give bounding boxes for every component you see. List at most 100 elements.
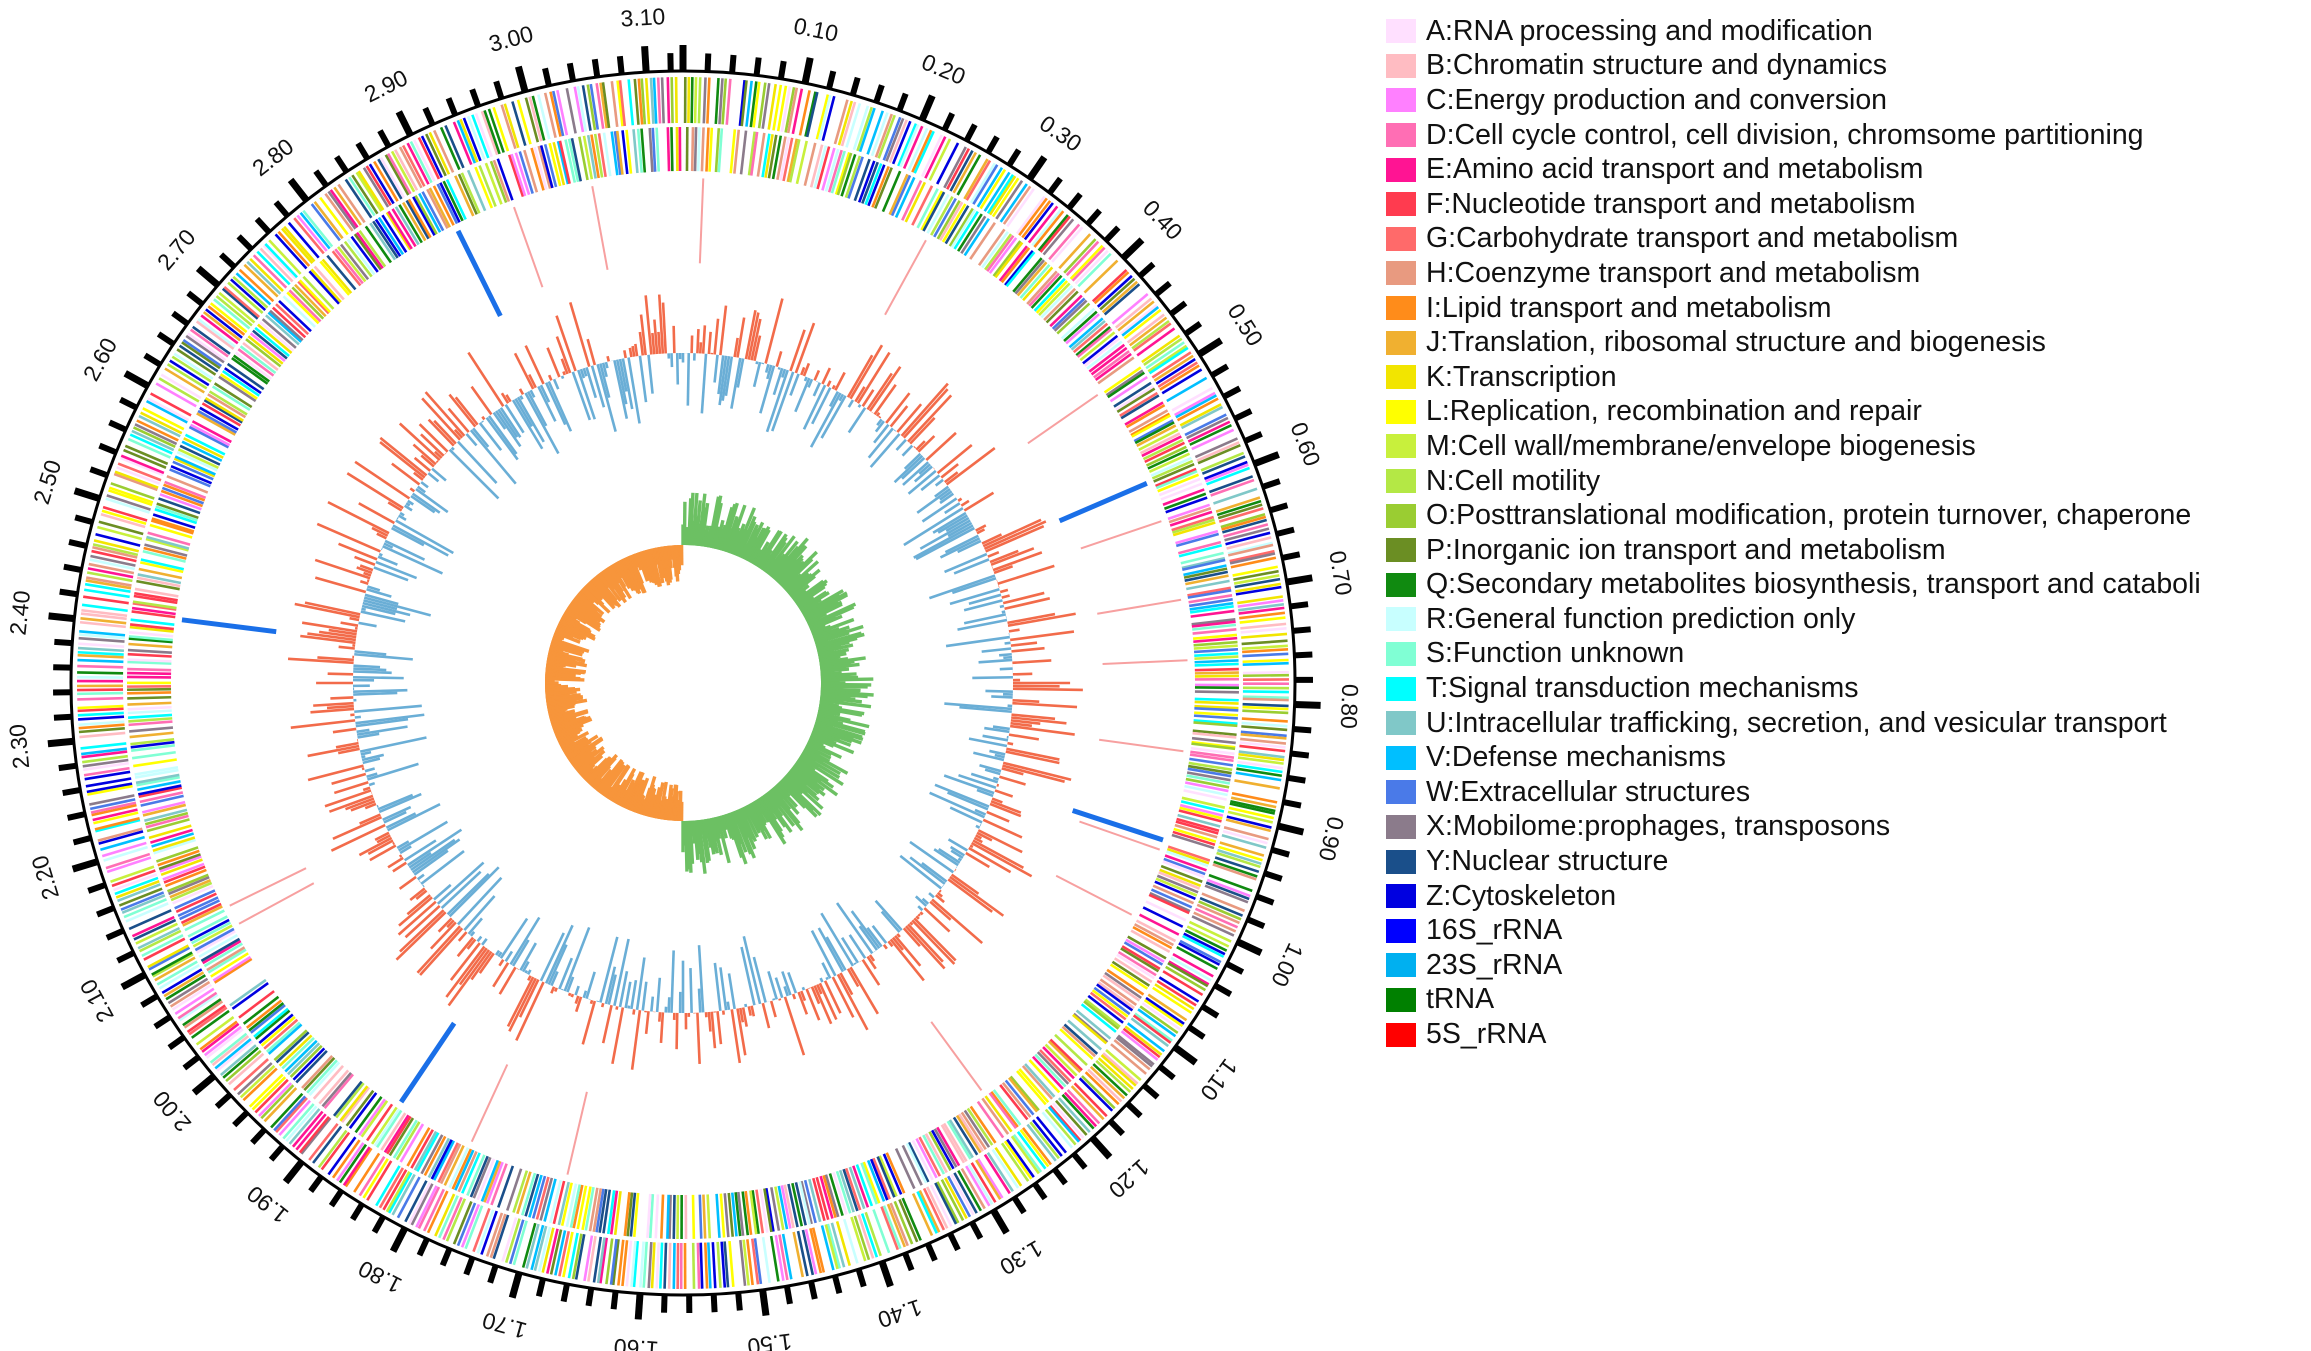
cog-gene-forward [586, 84, 597, 131]
cog-gene-reverse [335, 1082, 365, 1119]
ruler-tick [616, 55, 625, 75]
cog-gene-forward [1213, 860, 1258, 878]
cog-gene-forward [1239, 741, 1286, 749]
gc-content-bar [371, 526, 389, 537]
cog-gene-reverse [948, 1119, 974, 1159]
gc-content-bar [767, 971, 778, 1000]
cog-gene-forward [1042, 218, 1075, 256]
cog-gene-forward [617, 1239, 625, 1286]
cog-gene-forward [456, 1202, 477, 1247]
cog-gene-forward [415, 1185, 438, 1228]
ruler-tick [87, 882, 107, 894]
cog-gene-reverse [1111, 960, 1151, 987]
cog-gene-forward [137, 926, 181, 950]
gc-content-bar [330, 823, 386, 852]
cog-gene-forward [1241, 644, 1288, 650]
legend-label: M:Cell wall/membrane/envelope biogenesis [1426, 429, 1976, 462]
tick-label: 1.90 [242, 1181, 293, 1229]
cog-gene-forward [842, 1218, 859, 1264]
cog-gene-forward [1130, 1017, 1170, 1048]
cog-gene-forward [238, 268, 275, 303]
cog-gene-reverse [153, 838, 197, 855]
cog-gene-reverse [1035, 280, 1069, 314]
gc-content-bar [999, 588, 1009, 594]
cog-gene-forward [1166, 376, 1208, 403]
cog-gene-forward [131, 429, 175, 452]
cog-gene-reverse [1173, 827, 1217, 843]
cog-gene-forward [979, 168, 1007, 210]
gc-content-bar [408, 851, 432, 869]
legend-label: V:Defense mechanisms [1426, 741, 1726, 774]
cog-gene-forward [331, 1139, 361, 1179]
cog-gene-reverse [1059, 1028, 1094, 1060]
gc-content-ring [287, 294, 1083, 1070]
ruler-tick [873, 84, 885, 104]
cog-gene-reverse [377, 216, 405, 256]
ruler-tick [71, 858, 99, 873]
cog-gene-forward [581, 85, 592, 131]
cog-gene-forward [530, 1224, 545, 1271]
cog-gene-forward [281, 227, 314, 264]
cog-gene-forward [428, 131, 451, 175]
cog-gene-forward [362, 1158, 389, 1199]
gc-content-bar [364, 802, 377, 810]
gc-content-bar [433, 883, 452, 901]
cog-gene-forward [259, 247, 294, 283]
cog-gene-forward [313, 201, 344, 240]
cog-gene-forward [282, 1103, 315, 1140]
gc-content-bar [355, 717, 409, 728]
cog-gene-reverse [1097, 356, 1135, 385]
cog-gene-reverse [777, 1185, 789, 1230]
cog-gene-forward [295, 1113, 327, 1151]
cog-gene-forward [516, 99, 532, 145]
gc-content-bar [434, 450, 443, 459]
cog-gene-reverse [394, 206, 420, 246]
ruler-tick [72, 835, 92, 846]
cog-gene-reverse [1181, 556, 1226, 570]
gc-content-bar [362, 601, 411, 617]
cog-gene-reverse [1072, 1013, 1108, 1045]
cog-gene-forward [1234, 779, 1280, 790]
gc-content-bar [915, 915, 920, 920]
cog-gene-reverse [1034, 1053, 1067, 1088]
cog-gene-reverse [570, 137, 583, 182]
gc-content-bar [976, 831, 993, 842]
cog-gene-reverse [476, 1158, 496, 1201]
cog-gene-forward [659, 1242, 664, 1289]
gc-content-bar [657, 331, 662, 354]
cog-gene-forward [248, 1073, 284, 1108]
cog-gene-forward [324, 192, 354, 232]
gc-content-bar [856, 351, 891, 404]
gc-content-bar [399, 845, 412, 855]
gc-content-bar [368, 781, 376, 787]
cog-gene-forward [690, 77, 694, 124]
cog-gene-forward [991, 1148, 1020, 1189]
cog-gene-reverse [853, 158, 871, 202]
gc-content-bar [943, 774, 995, 795]
cog-gene-reverse [1194, 707, 1239, 712]
cog-gene-forward [353, 1152, 381, 1193]
cog-gene-forward [1156, 979, 1197, 1007]
cog-gene-forward [511, 101, 527, 147]
cog-gene-reverse [485, 1161, 504, 1204]
cog-gene-forward [1041, 1111, 1074, 1149]
gc-content-bar [909, 921, 914, 926]
cog-gene-reverse [127, 671, 172, 676]
cog-gene-reverse [337, 246, 367, 283]
cog-gene-forward [1242, 697, 1289, 702]
cog-gene-reverse [426, 188, 449, 229]
gc-content-bar [574, 995, 580, 1004]
gc-content-bar [810, 930, 837, 977]
cog-gene-forward [1238, 750, 1285, 759]
legend-swatch [1386, 19, 1416, 44]
cog-gene-reverse [127, 667, 172, 672]
gc-content-bar [783, 986, 789, 997]
cog-gene-forward [225, 1049, 262, 1083]
ruler-tick [89, 466, 109, 479]
cog-gene-forward [1242, 695, 1289, 700]
cog-gene-reverse [202, 939, 242, 965]
gc-content-bar [733, 337, 739, 358]
cog-gene-forward [78, 715, 125, 721]
cog-gene-forward [1123, 308, 1162, 340]
gc-content-bar [410, 495, 436, 514]
